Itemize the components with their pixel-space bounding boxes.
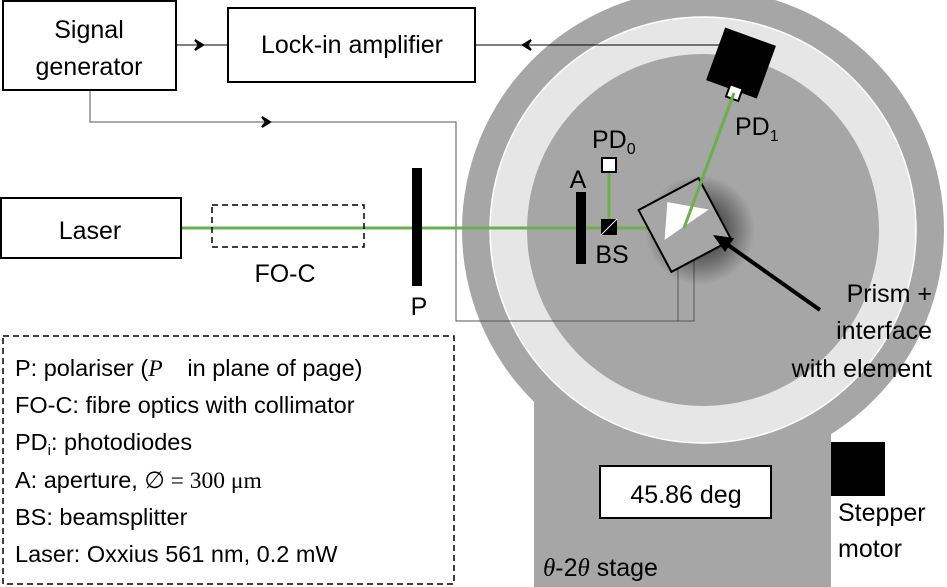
wire-siggen-to-stage [89,90,695,322]
fo-c-label: FO-C [254,260,315,288]
prism-label-2: interface [836,317,932,345]
chevron-right-icon [261,116,272,128]
laser-beam-reflected [682,92,736,229]
laser-box [0,197,182,259]
signal-generator-label-2: generator [35,53,142,81]
legend-line-fo-c: FO-C: fibre optics with collimator [15,392,355,418]
photodiode-1 [724,83,744,103]
legend-line-laser: Laser: Oxxius 561 nm, 0.2 mW [15,541,338,567]
legend-line-polariser: P: polariser (P⃗ in plane of page) [15,355,362,382]
arrowhead-icon [713,235,734,252]
prism-label-1: Prism + [847,280,932,308]
stepper-motor [831,442,885,496]
beamsplitter-diagonal [600,218,618,236]
polariser [412,168,422,286]
chevron-right-icon [194,39,205,51]
pd0-label: PD0 [592,126,636,158]
legend-line-photodiodes: PDi: photodiodes [15,429,192,459]
lock-in-amplifier-label: Lock-in amplifier [261,31,443,59]
aperture-label: A [570,166,587,194]
signal-generator-label-1: Signal [54,16,124,44]
pd1-label: PD1 [735,113,779,145]
stepper-label-2: motor [838,535,902,563]
lock-in-amplifier-box [227,7,476,83]
prism-pointer-arrow [726,243,822,312]
aperture [576,192,586,264]
legend-line-aperture: A: aperture, ∅ = 300 μm [15,467,262,494]
signal-generator-box [2,0,177,91]
legend-line-beamsplitter: BS: beamsplitter [15,504,188,530]
laser-label: Laser [59,217,122,245]
angle-display-value: 45.86 deg [630,481,741,509]
angle-display [599,465,772,519]
fibre-optics-collimator [211,204,365,248]
prism-label-3: with element [791,355,932,383]
polariser-label: P [411,293,428,321]
legend-box [2,335,455,585]
chevron-left-icon [521,39,532,51]
photodiode-0 [601,157,617,173]
stepper-label-1: Stepper [838,499,926,527]
beamsplitter-label: BS [595,241,628,269]
photodiode-1-housing [706,27,776,99]
stage-label: θ-2θ stage [543,554,658,582]
